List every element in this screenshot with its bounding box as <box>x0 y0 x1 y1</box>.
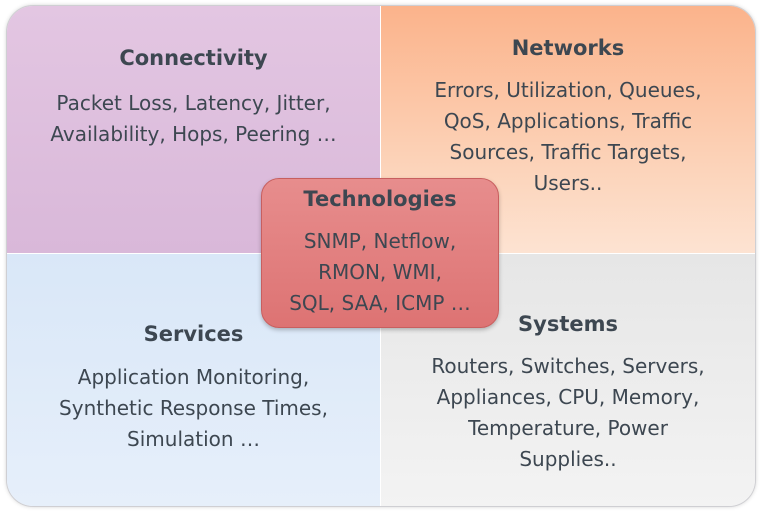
networks-title: Networks <box>511 36 625 60</box>
networks-line: Errors, Utilization, Queues, <box>434 78 702 102</box>
systems-line: Routers, Switches, Servers, <box>431 354 705 378</box>
networks-line: Users.. <box>533 171 603 195</box>
technologies-line: SQL, SAA, ICMP … <box>289 291 471 315</box>
connectivity-line: Packet Loss, Latency, Jitter, <box>56 91 331 115</box>
services-line: Application Monitoring, <box>77 365 310 389</box>
systems-items: Routers, Switches, Servers, Appliances, … <box>381 351 755 475</box>
systems-line: Supplies.. <box>519 447 617 471</box>
services-title: Services <box>143 322 244 346</box>
technologies-items: SNMP, Netflow, RMON, WMI, SQL, SAA, ICMP… <box>262 226 498 319</box>
services-items: Application Monitoring, Synthetic Respon… <box>7 362 380 455</box>
systems-line: Temperature, Power <box>468 416 668 440</box>
networks-line: QoS, Applications, Traffic <box>443 109 693 133</box>
technologies-line: RMON, WMI, <box>318 260 442 284</box>
technologies-title: Technologies <box>303 187 457 211</box>
networks-line: Sources, Traffic Targets, <box>449 140 687 164</box>
technologies-box: Technologies SNMP, Netflow, RMON, WMI, S… <box>261 178 499 328</box>
systems-line: Appliances, CPU, Memory, <box>436 385 700 409</box>
networks-items: Errors, Utilization, Queues, QoS, Applic… <box>381 75 755 199</box>
connectivity-quadrant: Connectivity Packet Loss, Latency, Jitte… <box>7 6 381 254</box>
systems-title: Systems <box>518 312 618 336</box>
services-line: Synthetic Response Times, <box>59 396 328 420</box>
services-line: Simulation … <box>127 427 260 451</box>
connectivity-line: Availability, Hops, Peering … <box>50 122 337 146</box>
technologies-line: SNMP, Netflow, <box>303 229 457 253</box>
connectivity-title: Connectivity <box>119 46 268 70</box>
connectivity-items: Packet Loss, Latency, Jitter, Availabili… <box>7 88 380 150</box>
